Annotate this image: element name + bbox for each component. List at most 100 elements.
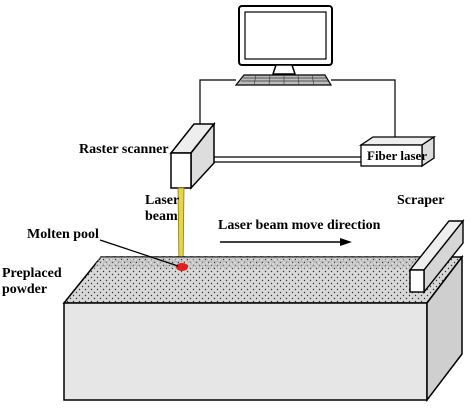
- track-arc: [377, 256, 391, 262]
- track-arc: [242, 260, 256, 266]
- track-arc: [116, 260, 130, 266]
- track-arc: [237, 256, 251, 262]
- track-arc: [193, 260, 207, 266]
- move-direction-arrow: [220, 238, 352, 246]
- track-arc: [366, 264, 380, 270]
- track-arc: [167, 256, 181, 262]
- track-arc: [335, 256, 349, 262]
- track-arc: [226, 264, 240, 270]
- track-arc: [104, 256, 118, 262]
- track-arc: [296, 264, 310, 270]
- fiber-laser-label: Fiber laser: [367, 148, 428, 163]
- track-arc: [254, 264, 268, 270]
- track-arc: [324, 264, 338, 270]
- track-arc: [121, 264, 135, 270]
- track-arc: [223, 256, 237, 262]
- track-arc: [235, 260, 249, 266]
- track-arc: [333, 260, 347, 266]
- track-arc: [275, 264, 289, 270]
- track-arc: [102, 260, 116, 266]
- track-arc: [132, 256, 146, 262]
- track-arc: [205, 264, 219, 270]
- track-arc: [293, 256, 307, 262]
- track-arc: [151, 260, 165, 266]
- track-arc: [163, 264, 177, 270]
- track-arc: [228, 260, 242, 266]
- track-arc: [272, 256, 286, 262]
- track-arc: [209, 256, 223, 262]
- track-arc: [153, 256, 167, 262]
- track-arc: [389, 260, 403, 266]
- track-arc: [207, 260, 221, 266]
- track-arc: [97, 256, 111, 262]
- track-arc: [195, 256, 209, 262]
- track-arc: [331, 264, 345, 270]
- molten-pool: [176, 263, 188, 271]
- track-arc: [310, 264, 324, 270]
- track-arc: [118, 256, 132, 262]
- track-arc: [300, 256, 314, 262]
- track-arc: [233, 264, 247, 270]
- track-arc: [368, 260, 382, 266]
- track-arc: [373, 264, 387, 270]
- track-arc: [396, 260, 410, 266]
- track-arc: [359, 264, 373, 270]
- track-arc: [375, 260, 389, 266]
- track-arc: [380, 264, 394, 270]
- track-arc: [111, 256, 125, 262]
- powder-bed-side: [426, 254, 463, 403]
- track-arc: [198, 264, 212, 270]
- track-arc: [123, 260, 137, 266]
- track-arc: [284, 260, 298, 266]
- track-arc: [326, 260, 340, 266]
- track-arc: [289, 264, 303, 270]
- track-arc: [261, 264, 275, 270]
- track-arc: [191, 264, 205, 270]
- track-arc: [387, 264, 401, 270]
- scanned-track: [93, 256, 426, 270]
- track-arc: [186, 260, 200, 266]
- track-arc: [247, 264, 261, 270]
- track-arc: [174, 256, 188, 262]
- track-arc: [342, 256, 356, 262]
- track-arc: [363, 256, 377, 262]
- track-arc: [221, 260, 235, 266]
- track-arc: [321, 256, 335, 262]
- track-arc: [230, 256, 244, 262]
- track-arc: [142, 264, 156, 270]
- track-arc: [394, 264, 408, 270]
- track-arc: [93, 264, 107, 270]
- track-arc: [354, 260, 368, 266]
- track-arc: [340, 260, 354, 266]
- molten-pool-leader: [99, 239, 179, 267]
- molten-pool-label: Molten pool: [27, 227, 99, 242]
- track-arc: [107, 264, 121, 270]
- track-arc: [144, 260, 158, 266]
- track-arc: [382, 260, 396, 266]
- track-arc: [263, 260, 277, 266]
- raster-scanner-label: Raster scanner: [79, 142, 169, 157]
- track-arc: [212, 264, 226, 270]
- raster-scanner: [169, 121, 216, 190]
- track-arc: [139, 256, 153, 262]
- track-arc: [137, 260, 151, 266]
- track-arc: [317, 264, 331, 270]
- track-arc: [240, 264, 254, 270]
- computer-monitor-icon: [238, 5, 333, 75]
- fiber-laser-box: [358, 135, 437, 168]
- track-arc: [244, 256, 258, 262]
- track-arc: [286, 256, 300, 262]
- connection-cables: [199, 79, 396, 163]
- track-arc: [214, 260, 228, 266]
- powder-bed-front: [63, 302, 428, 401]
- scraper-label: Scraper: [397, 193, 445, 208]
- track-arc: [188, 256, 202, 262]
- track-arc: [279, 256, 293, 262]
- track-arc: [249, 260, 263, 266]
- track-arc: [200, 260, 214, 266]
- track-arc: [305, 260, 319, 266]
- track-arc: [109, 260, 123, 266]
- track-arc: [256, 260, 270, 266]
- track-arc: [314, 256, 328, 262]
- track-arc: [277, 260, 291, 266]
